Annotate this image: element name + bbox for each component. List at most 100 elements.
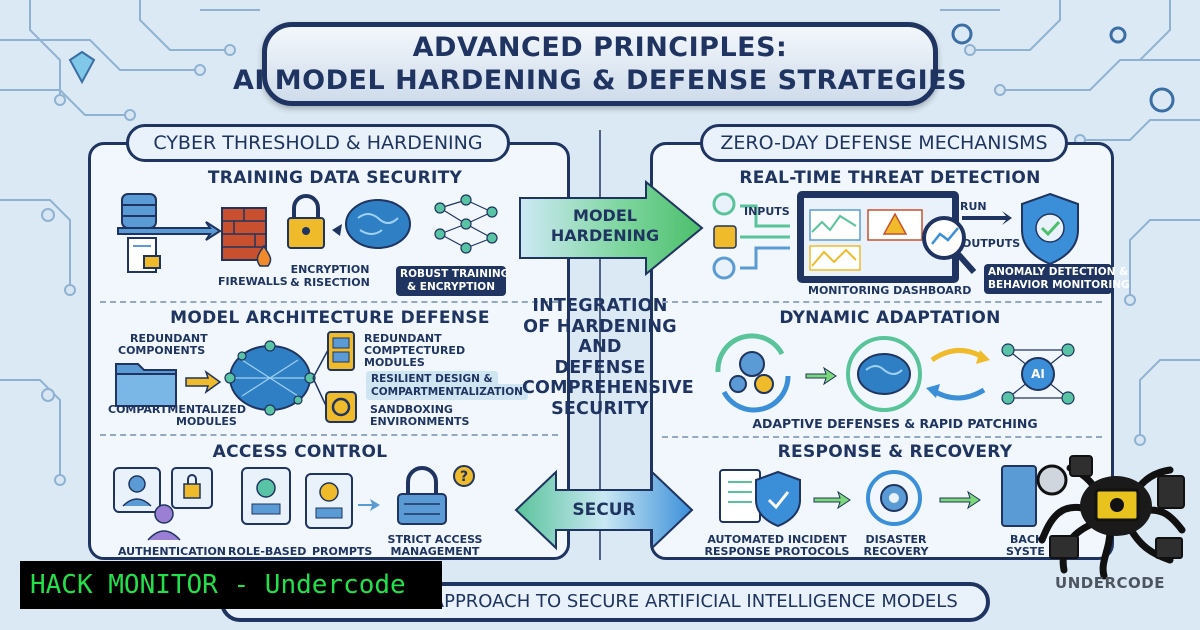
integration-line-2: OF HARDENING: [523, 316, 677, 337]
model-architecture-defense-title: MODEL ARCHITECTURE DEFENSE: [170, 308, 490, 328]
left-panel-header: CYBER THRESHOLD & HARDENING: [126, 124, 510, 162]
run-label: RUN: [960, 200, 987, 213]
integration-line-6: SECURITY: [551, 398, 649, 419]
integration-line-1: INTEGRATION: [532, 296, 668, 316]
role-badge-icon: [241, 467, 291, 525]
dynamic-adaptation-diagram: [715, 333, 1075, 413]
threat-detection-diagram: [712, 191, 1079, 283]
integration-text: INTEGRATION OF HARDENING AND DEFENSE COM…: [522, 296, 694, 419]
shield-check-icon: [1021, 192, 1079, 266]
cycle-gears-icon: [715, 333, 791, 413]
training-data-security-title: TRAINING DATA SECURITY: [207, 168, 463, 188]
title-banner: ADVANCED PRINCIPLES: AI MODEL HARDENING …: [233, 22, 967, 106]
integration-line-3: AND: [578, 337, 622, 357]
title-line-1: ADVANCED PRINCIPLES:: [412, 32, 788, 63]
access-control-title: ACCESS CONTROL: [212, 442, 388, 462]
secur-label: SECUR: [572, 500, 636, 520]
robust-training-line-1: ROBUST TRAINING: [400, 268, 510, 280]
recovery-gear-icon: [866, 470, 922, 526]
neural-brain-icon: [224, 340, 316, 416]
automated-incident-label-2: RESPONSE PROTOCOLS: [704, 545, 850, 558]
monitoring-dashboard-icon: [797, 191, 959, 283]
magnifier-icon: [922, 216, 977, 274]
resilient-design-chip-2: COMPARTMENTALIZATION: [366, 384, 528, 400]
automated-incident-label-1: AUTOMATED INCIDENT: [707, 533, 847, 546]
adaptive-defenses-label: ADAPTIVE DEFENSES & RAPID PATCHING: [752, 416, 1038, 431]
person-icon: [147, 504, 181, 541]
robust-training-line-2: & ENCRYPTION: [406, 281, 496, 293]
model-hardening-label-1: MODEL: [573, 206, 637, 225]
model-hardening-arrow: [519, 179, 704, 277]
prompt-card-icon: [305, 473, 353, 529]
authentication-label: AUTHENTICATION: [118, 545, 227, 558]
redundant-modules-label-3: MODULES: [364, 356, 425, 369]
section-divider: [100, 301, 558, 303]
folder-icon: [115, 363, 177, 407]
inputs-label: INPUTS: [744, 205, 790, 218]
encryption-label: ENCRYPTION: [290, 263, 370, 276]
user-id-icon: [113, 467, 161, 513]
response-recovery-diagram: [719, 465, 1037, 528]
dynamic-adaptation-title: DYNAMIC ADAPTATION: [779, 308, 1001, 328]
anomaly-detection-line-1: ANOMALY DETECTION &: [988, 266, 1129, 278]
gear-icon: [951, 23, 1175, 113]
modules-icon: [327, 331, 355, 371]
database-icon: [121, 193, 157, 229]
sandboxing-label-1: SANDBOXING: [370, 403, 453, 416]
backup-label-2: SYSTE: [1006, 545, 1045, 558]
section-divider: [100, 434, 558, 436]
redundant-modules-label-1: REDUNDANT: [364, 332, 442, 345]
strict-access-label-1: STRICT ACCESS: [387, 533, 483, 546]
redundant-components-label-1: REDUNDANT: [130, 332, 208, 345]
compartmentalized-label-2: MODULES: [176, 415, 237, 428]
integration-line-5: COMPREHENSIVE: [522, 378, 694, 398]
brain-icon: [345, 199, 411, 249]
firewalls-label: FIREWALLS: [218, 275, 288, 288]
input-doc-icon: [713, 225, 737, 249]
sandboxing-label-2: ENVIRONMENTS: [370, 415, 470, 428]
anomaly-detection-line-2: BEHAVIOR MONITORING: [988, 279, 1130, 291]
model-hardening-label-2: HARDENING: [550, 226, 660, 245]
ai-label: AI: [1031, 367, 1045, 381]
monitoring-dashboard-label: MONITORING DASHBOARD: [808, 284, 972, 297]
lock-card-icon: [171, 467, 213, 509]
access-control-diagram: ?: [113, 465, 475, 541]
brain-cycle-icon: [846, 336, 922, 412]
strict-lock-icon: [397, 466, 447, 525]
document-lock-icon: [127, 237, 161, 273]
input-node-icon: [712, 256, 736, 280]
ai-network-icon: [1001, 343, 1075, 405]
resilient-design-chip-1: RESILIENT DESIGN &: [366, 371, 498, 387]
section-divider: [662, 436, 1102, 438]
bisection-label: & RISECTION: [290, 276, 370, 289]
disaster-recovery-label-2: RECOVERY: [863, 545, 929, 558]
octopus-hacker-logo: [1036, 455, 1186, 580]
lock-icon: [287, 194, 325, 249]
backup-label-1: BACK: [1010, 533, 1044, 546]
redundant-modules-label-2: COMPTECTURED: [364, 344, 466, 357]
arrow-right-icon: [185, 370, 222, 394]
architecture-diagram: [115, 331, 357, 423]
disaster-recovery-label-1: DISASTER: [865, 533, 927, 546]
prompts-label: PROMPTS: [312, 545, 373, 558]
question-icon: ?: [453, 465, 475, 487]
shield-check-icon: [755, 470, 801, 528]
outputs-label: OUTPUTS: [962, 237, 1021, 250]
title-line-2: AI MODEL HARDENING & DEFENSE STRATEGIES: [232, 65, 968, 96]
anomaly-detection-badge: ANOMALY DETECTION & BEHAVIOR MONITORING: [984, 264, 1130, 294]
neural-network-icon: [434, 194, 498, 254]
compartmentalized-label-1: COMPARTMENTALIZED: [108, 403, 246, 416]
hack-monitor-watermark: HACK MONITOR - Undercode: [20, 561, 442, 609]
swap-arrows-icon: [926, 348, 990, 401]
real-time-threat-detection-title: REAL-TIME THREAT DETECTION: [739, 168, 1041, 188]
sandbox-gear-icon: [325, 391, 357, 423]
backup-server-icon: [1001, 465, 1037, 527]
checklist-icon: [719, 469, 761, 523]
undercode-logo-text: UNDERCODE: [1055, 574, 1165, 592]
secur-double-arrow: [514, 469, 694, 551]
flow-arrow-icon: [117, 221, 222, 241]
redundant-components-label-2: COMPONENTS: [118, 344, 206, 357]
firewall-icon: [221, 207, 272, 267]
svg-text:?: ?: [460, 469, 468, 485]
